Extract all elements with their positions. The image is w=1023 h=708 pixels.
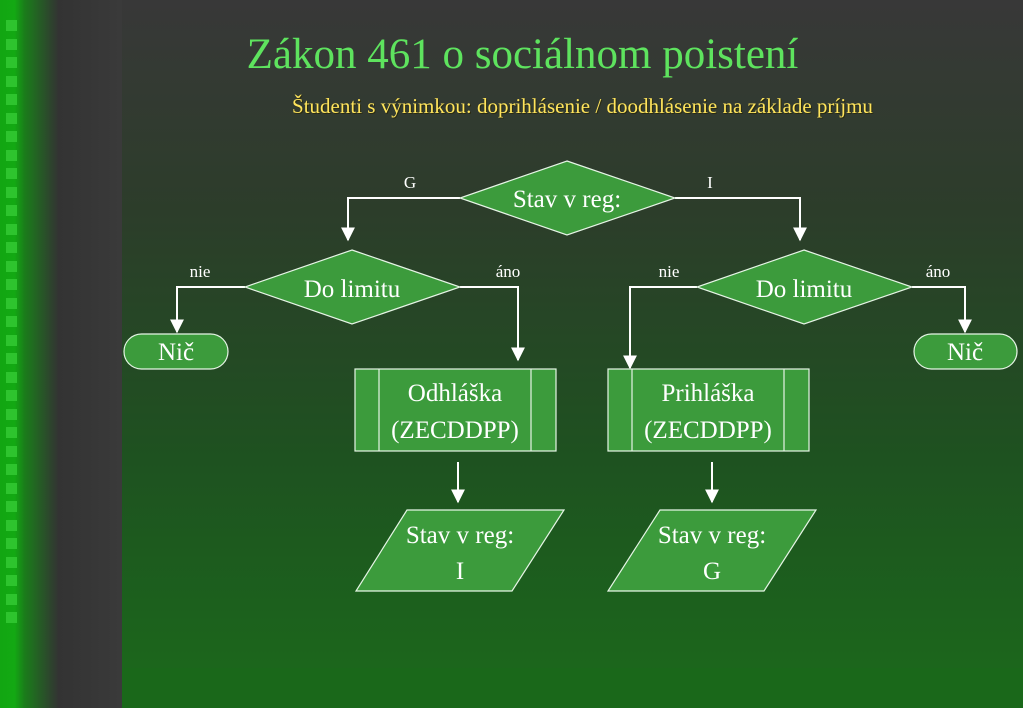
left-strip-square xyxy=(6,427,17,438)
left-decision-diamond xyxy=(243,249,462,325)
left-strip-square xyxy=(6,38,17,50)
right-output-parallelogram xyxy=(606,509,818,592)
left-strip-square xyxy=(6,186,17,198)
left-decorative-strip xyxy=(0,0,122,708)
left-strip-square xyxy=(6,519,17,531)
edge-left-no xyxy=(170,286,245,334)
left-strip-square xyxy=(6,482,17,494)
left-terminal-text: Nič xyxy=(158,339,194,366)
left-strip-square xyxy=(6,131,17,142)
edge-right-yes xyxy=(912,286,972,334)
left-strip-square xyxy=(6,94,17,105)
edge-label-left-nie: nie xyxy=(190,262,211,281)
left-strip-square xyxy=(6,149,17,161)
left-strip-square xyxy=(6,279,17,290)
left-strip-square xyxy=(6,445,17,457)
left-terminal-pill xyxy=(123,333,229,370)
edge-label-g: G xyxy=(404,173,416,192)
left-strip-square xyxy=(6,316,17,327)
left-output-text-line1: Stav v reg: xyxy=(406,522,514,549)
edge-label-right-nie: nie xyxy=(659,262,680,281)
left-strip-square xyxy=(6,612,17,623)
left-strip-square xyxy=(6,334,17,346)
left-process-box xyxy=(354,368,557,452)
left-strip-square xyxy=(6,371,17,383)
left-strip-square xyxy=(6,75,17,87)
edge-label-right-ano: áno xyxy=(926,262,951,281)
left-strip-square xyxy=(6,408,17,420)
left-strip-square xyxy=(6,242,17,253)
slide-subtitle: Študenti s výnimkou: doprihlásenie / doo… xyxy=(292,94,873,118)
right-process-text-line1: Prihláška xyxy=(661,380,754,407)
left-strip-square xyxy=(6,168,17,179)
right-process-box xyxy=(607,368,810,452)
right-decision-text: Do limitu xyxy=(756,276,853,303)
left-strip-square xyxy=(6,223,17,235)
root-decision-diamond xyxy=(458,160,677,236)
left-strip-square xyxy=(6,57,17,68)
left-strip-square xyxy=(6,538,17,549)
right-decision-diamond xyxy=(695,249,914,325)
left-strip-square xyxy=(6,260,17,272)
left-strip-square xyxy=(6,112,17,124)
left-strip-square xyxy=(6,205,17,216)
left-process-text-line2: (ZECDDPP) xyxy=(391,417,519,444)
left-strip-square xyxy=(6,20,17,31)
right-output-text-line2: G xyxy=(703,558,721,585)
left-strip-square xyxy=(6,464,17,475)
edge-label-left-ano: áno xyxy=(496,262,521,281)
left-output-text-line2: I xyxy=(456,558,464,585)
edge-left-yes xyxy=(460,286,525,362)
right-terminal-pill xyxy=(913,333,1018,370)
left-process-text-line1: Odhláška xyxy=(408,380,502,407)
left-strip-square xyxy=(6,593,17,605)
left-strip-square xyxy=(6,501,17,512)
left-strip-square xyxy=(6,297,17,309)
right-process-text-line2: (ZECDDPP) xyxy=(644,417,772,444)
edge-right-no xyxy=(623,286,697,370)
left-strip-square xyxy=(6,556,17,568)
slide-title: Zákon 461 o sociálnom poistení xyxy=(246,31,799,78)
edge-label-i: I xyxy=(707,173,713,192)
edge-root-left xyxy=(341,197,460,242)
bottom-band xyxy=(122,668,1023,708)
left-strip-square xyxy=(6,353,17,364)
right-terminal-text: Nič xyxy=(947,339,983,366)
left-output-parallelogram xyxy=(354,509,566,592)
left-strip-square xyxy=(6,575,17,586)
root-decision-text: Stav v reg: xyxy=(513,186,621,213)
left-decision-text: Do limitu xyxy=(304,276,401,303)
left-strip-square xyxy=(6,390,17,401)
right-output-text-line1: Stav v reg: xyxy=(658,522,766,549)
edge-root-right xyxy=(675,197,807,242)
